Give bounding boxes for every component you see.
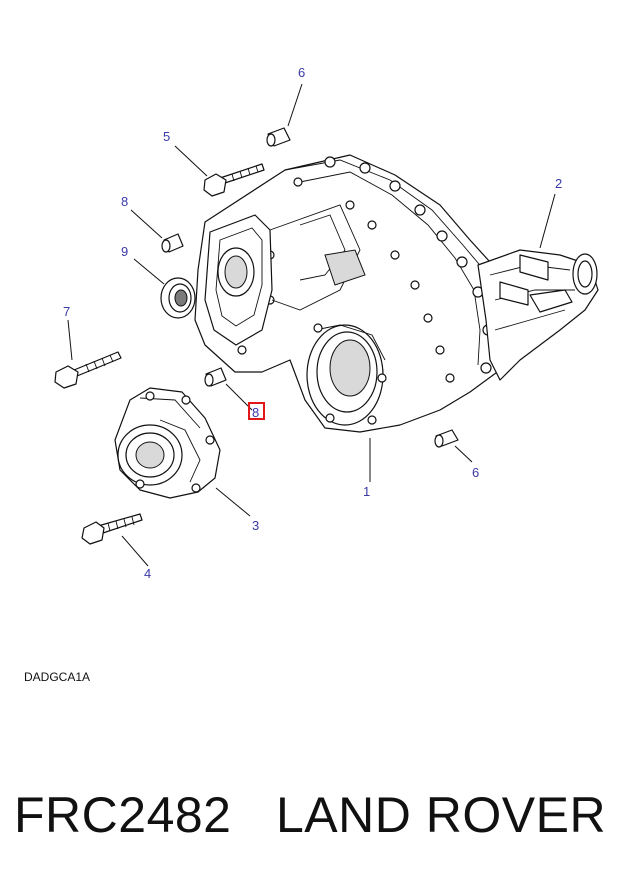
callout-1: 1	[363, 484, 370, 499]
dowel-item-8-upper	[161, 233, 184, 253]
bolt-item-4	[81, 513, 143, 545]
callout-8-upper: 8	[121, 194, 128, 209]
callout-9: 9	[121, 244, 128, 259]
bolt-item-7	[54, 351, 122, 389]
dowel-item-6-lower	[434, 429, 459, 448]
front-output-cover	[114, 387, 221, 499]
highlighted-callout-box	[248, 402, 265, 420]
brand-name: LAND ROVER	[276, 787, 607, 843]
bolt-item-5	[203, 163, 265, 197]
callout-8-highlighted: 8	[252, 405, 259, 420]
rear-output-housing	[477, 249, 599, 381]
oil-seal-item-9	[160, 277, 196, 319]
transfer-case-drawing: 1 2 3 4 5 6 6 7 8 8 9	[54, 65, 599, 581]
transfer-case-housing	[194, 154, 501, 433]
dowel-item-6-upper	[266, 127, 291, 147]
dowel-item-8-lower	[204, 367, 227, 387]
callout-6-upper: 6	[298, 65, 305, 80]
callout-6-lower: 6	[472, 465, 479, 480]
leader-lines	[67, 83, 556, 567]
callout-5: 5	[163, 129, 170, 144]
drawing-reference-code: DADGCA1A	[24, 670, 91, 684]
part-number: FRC2482	[14, 787, 232, 843]
callout-4: 4	[144, 566, 151, 581]
callout-labels: 1 2 3 4 5 6 6 7 8 8 9	[63, 65, 562, 581]
callout-3: 3	[252, 518, 259, 533]
callout-7: 7	[63, 304, 70, 319]
exploded-parts-diagram: 1 2 3 4 5 6 6 7 8 8 9 DADGCA1A	[24, 65, 599, 684]
callout-2: 2	[555, 176, 562, 191]
footer-band	[0, 740, 622, 888]
